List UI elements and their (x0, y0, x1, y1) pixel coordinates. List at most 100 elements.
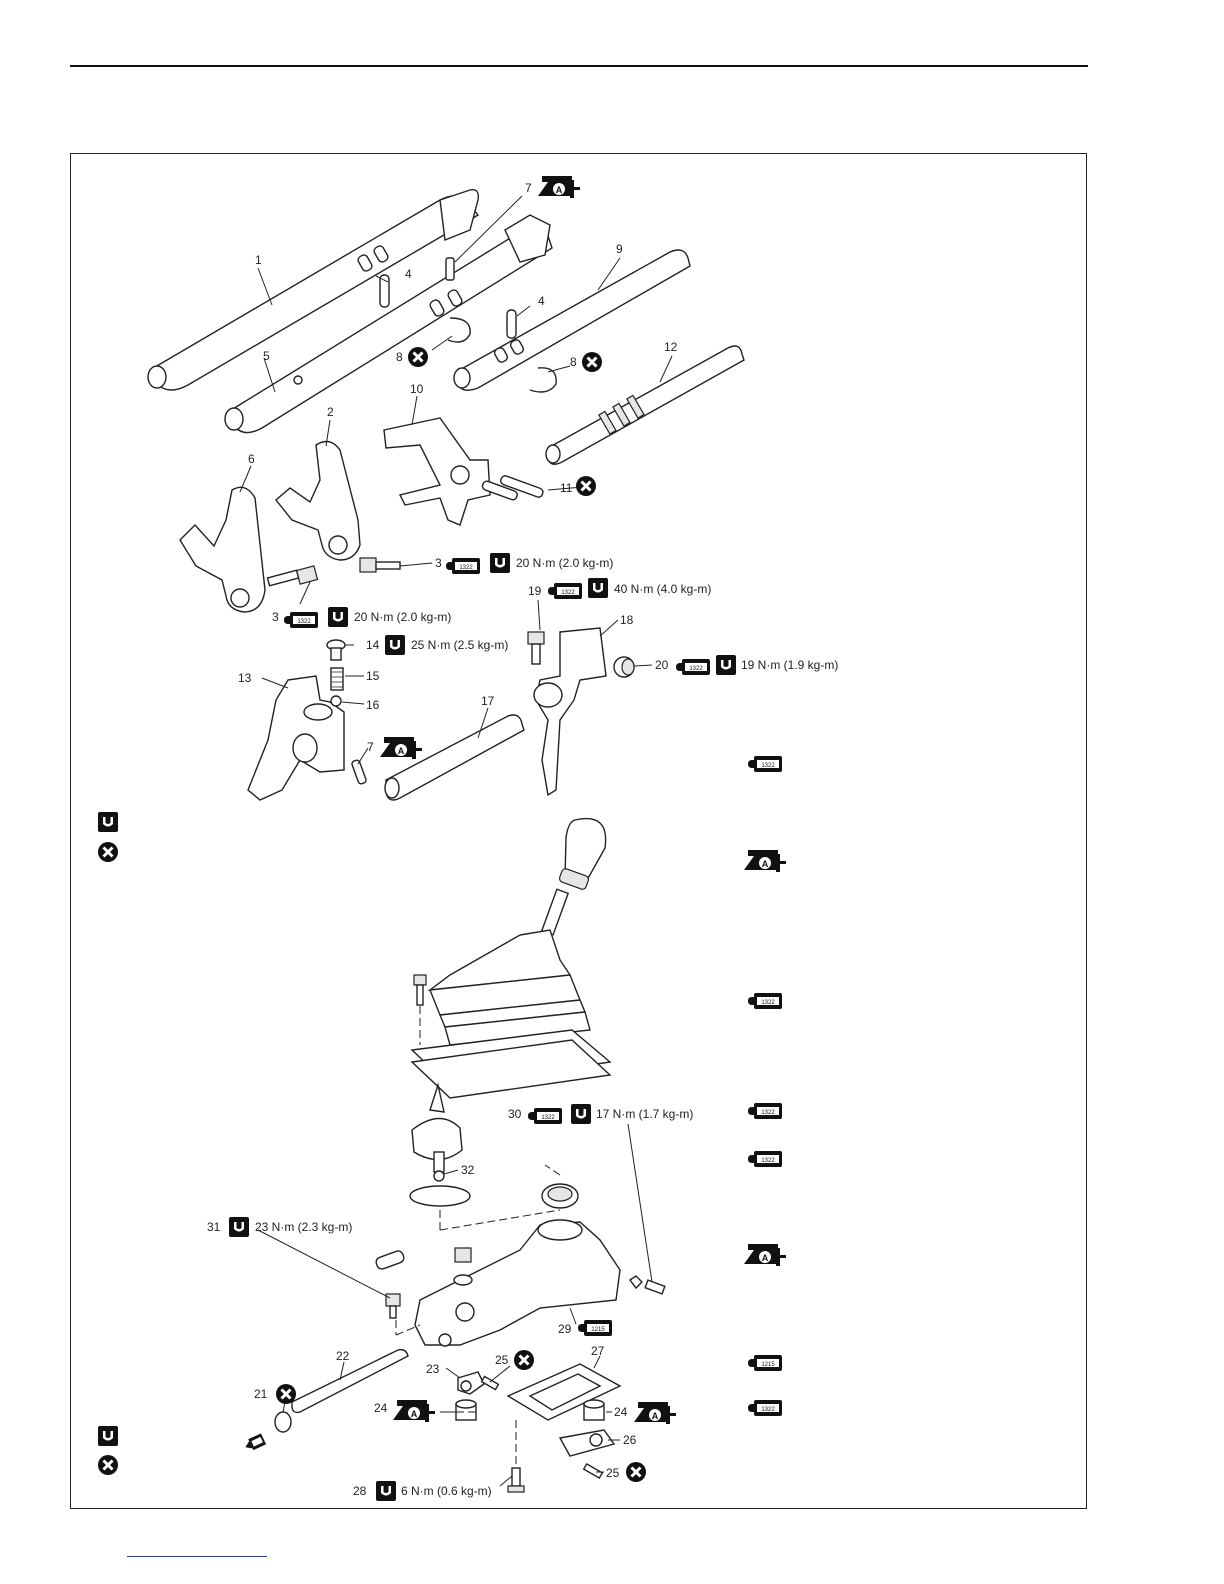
callout-27: 27 (591, 1344, 605, 1358)
svg-text:A: A (762, 1253, 769, 1263)
do-not-reuse-icon (96, 1453, 120, 1477)
torque-3a: 20 N·m (2.0 kg-m) (516, 556, 613, 570)
callout-5: 5 (263, 349, 270, 363)
sealant-tube-icon: 1322 (548, 583, 582, 599)
svg-text:1322: 1322 (297, 619, 311, 625)
do-not-reuse-icon (96, 840, 120, 864)
sealant-tube-icon: 1322 (748, 756, 782, 772)
svg-text:1322: 1322 (761, 1000, 775, 1006)
case-plug (453, 1247, 473, 1286)
shift-fork-2 (275, 440, 361, 561)
callout-17: 17 (481, 694, 495, 708)
seal-ring (409, 1185, 471, 1207)
torque-14: 25 N·m (2.5 kg-m) (411, 638, 508, 652)
shaft-17 (384, 714, 525, 801)
grease-gun-icon: A (634, 1402, 676, 1424)
torque-wrench-icon (376, 1481, 396, 1501)
svg-text:1322: 1322 (541, 1115, 555, 1121)
sealant-tube-icon: 1215 (578, 1320, 612, 1336)
grease-gun-icon: A (538, 176, 580, 198)
torque-30: 17 N·m (1.7 kg-m) (596, 1107, 693, 1121)
svg-text:1215: 1215 (761, 1362, 775, 1368)
svg-text:A: A (556, 185, 563, 195)
callout-8a: 8 (396, 350, 403, 364)
shift-fork-10 (383, 417, 518, 526)
svg-text:A: A (652, 1411, 659, 1421)
svg-text:1322: 1322 (561, 590, 575, 596)
bolt-3b (359, 557, 401, 573)
sealant-tube-icon: 1215 (748, 1355, 782, 1371)
callout-29: 29 (558, 1322, 572, 1336)
svg-text:1322: 1322 (689, 666, 703, 672)
bolt-30 (628, 1275, 666, 1295)
svg-text:1322: 1322 (761, 1407, 775, 1413)
callout-10: 10 (410, 382, 424, 396)
callout-20: 20 (655, 658, 669, 672)
sealant-tube-icon: 1322 (284, 612, 318, 628)
oil-can-icon (245, 1433, 267, 1451)
gasket-27 (506, 1363, 622, 1421)
torque-values: 20 N·m (2.0 kg-m) 20 N·m (2.0 kg-m) 25 N… (255, 556, 838, 1498)
shift-fork-6 (179, 486, 266, 613)
sealant-tube-icon: 1322 (748, 1151, 782, 1167)
svg-text:1215: 1215 (591, 1327, 605, 1333)
callout-24a: 24 (374, 1401, 388, 1415)
torque-20: 19 N·m (1.9 kg-m) (741, 658, 838, 672)
snap-ring-8b (529, 367, 557, 393)
svg-text:A: A (411, 1409, 418, 1419)
pin-11 (500, 475, 544, 498)
callout-8b: 8 (570, 355, 577, 369)
cap-seal (541, 1183, 579, 1209)
callout-25b: 25 (606, 1466, 620, 1480)
svg-text:A: A (762, 859, 769, 869)
yoke-23 (457, 1371, 485, 1395)
bolt-3a (266, 565, 319, 587)
svg-text:1322: 1322 (761, 763, 775, 769)
callout-labels: 1 2 3 3 4 4 5 6 7 7 8 8 9 10 11 12 13 14… (207, 181, 678, 1498)
boot-bolt (413, 974, 427, 1045)
callout-14: 14 (366, 638, 380, 652)
callout-3b: 3 (272, 610, 279, 624)
torque-19: 40 N·m (4.0 kg-m) (614, 582, 711, 596)
callout-30: 30 (508, 1107, 522, 1121)
do-not-reuse-icon (624, 1460, 648, 1484)
torque-28: 6 N·m (0.6 kg-m) (401, 1484, 492, 1498)
callout-24b: 24 (614, 1405, 628, 1419)
callout-3a: 3 (435, 556, 442, 570)
torque-wrench-icon (588, 578, 608, 598)
pin-4a (379, 274, 390, 308)
svg-text:A: A (398, 746, 405, 756)
sealant-tube-icon: 1322 (446, 558, 480, 574)
screw-14 (326, 639, 346, 661)
callout-15: 15 (366, 669, 380, 683)
guide-pin (375, 1250, 405, 1270)
torque-3b: 20 N·m (2.0 kg-m) (354, 610, 451, 624)
spring-pin-25a (480, 1375, 500, 1391)
grease-gun-icon: A (744, 850, 786, 872)
sealant-tube-icon: 1322 (748, 1103, 782, 1119)
callout-1: 1 (255, 253, 262, 267)
pin-7b (351, 759, 367, 785)
pin-4b (506, 309, 517, 339)
callout-18: 18 (620, 613, 634, 627)
shift-shaft-9 (453, 249, 691, 391)
bolt-28 (507, 1467, 525, 1493)
shift-shaft-5 (224, 214, 553, 434)
boot-plate (410, 1029, 612, 1099)
torque-31: 23 N·m (2.3 kg-m) (255, 1220, 352, 1234)
callout-21: 21 (254, 1387, 268, 1401)
footer-link-underline[interactable] (127, 1556, 267, 1557)
callout-2: 2 (327, 405, 334, 419)
shift-case (414, 1219, 621, 1347)
torque-wrench-icon (98, 1426, 118, 1446)
do-not-reuse-icon (274, 1382, 298, 1406)
callout-32: 32 (461, 1163, 475, 1177)
svg-text:1322: 1322 (761, 1110, 775, 1116)
callout-4b: 4 (538, 294, 545, 308)
diagram-frame (70, 153, 1087, 1509)
shift-lever-rod (540, 888, 570, 936)
callout-7a: 7 (525, 181, 532, 195)
lower-shift-lever (411, 1082, 463, 1182)
callout-19: 19 (528, 584, 542, 598)
do-not-reuse-icon (574, 474, 598, 498)
